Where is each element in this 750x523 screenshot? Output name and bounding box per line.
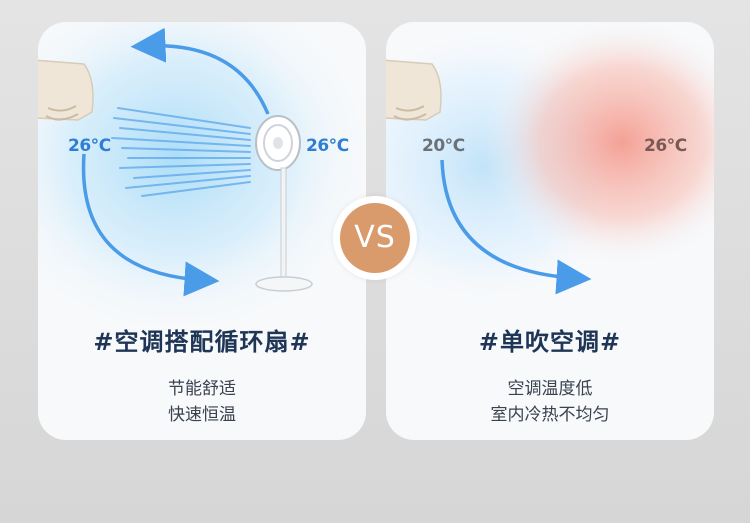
- vs-label: VS: [340, 203, 410, 273]
- airflow-arrow-top: [130, 27, 270, 115]
- card-desc-line-2: 室内冷热不均匀: [490, 405, 610, 425]
- airflow-arrow-bottom: [81, 153, 220, 297]
- air-conditioner-icon: [38, 59, 94, 121]
- card-desc-line-1: 空调温度低: [507, 379, 593, 399]
- airflow-arrow: [440, 159, 592, 295]
- card-title: #单吹空调#: [478, 328, 622, 356]
- card-desc-line-2: 快速恒温: [168, 405, 236, 425]
- comparison-card-fan: 26℃ 26℃ #空调搭配循环扇# 节能舒适 快速恒温: [38, 22, 366, 440]
- temperature-label-left: 26℃: [68, 136, 111, 156]
- temperature-label-left: 20℃: [422, 136, 465, 156]
- circulation-fan-icon: [255, 115, 313, 292]
- temperature-label-right: 26℃: [644, 136, 687, 156]
- temperature-label-right: 26℃: [306, 136, 349, 156]
- air-conditioner-icon: [386, 59, 442, 121]
- comparison-card-ac-only: 20℃ 26℃ #单吹空调# 空调温度低 室内冷热不均匀: [386, 22, 714, 440]
- wind-streaks: [111, 107, 251, 197]
- scene-ac-with-fan: 26℃ 26℃: [38, 22, 366, 322]
- card-desc-line-1: 节能舒适: [168, 379, 236, 399]
- scene-ac-only: 20℃ 26℃: [386, 22, 714, 322]
- card-title: #空调搭配循环扇#: [93, 328, 311, 356]
- vs-badge: VS: [333, 196, 417, 280]
